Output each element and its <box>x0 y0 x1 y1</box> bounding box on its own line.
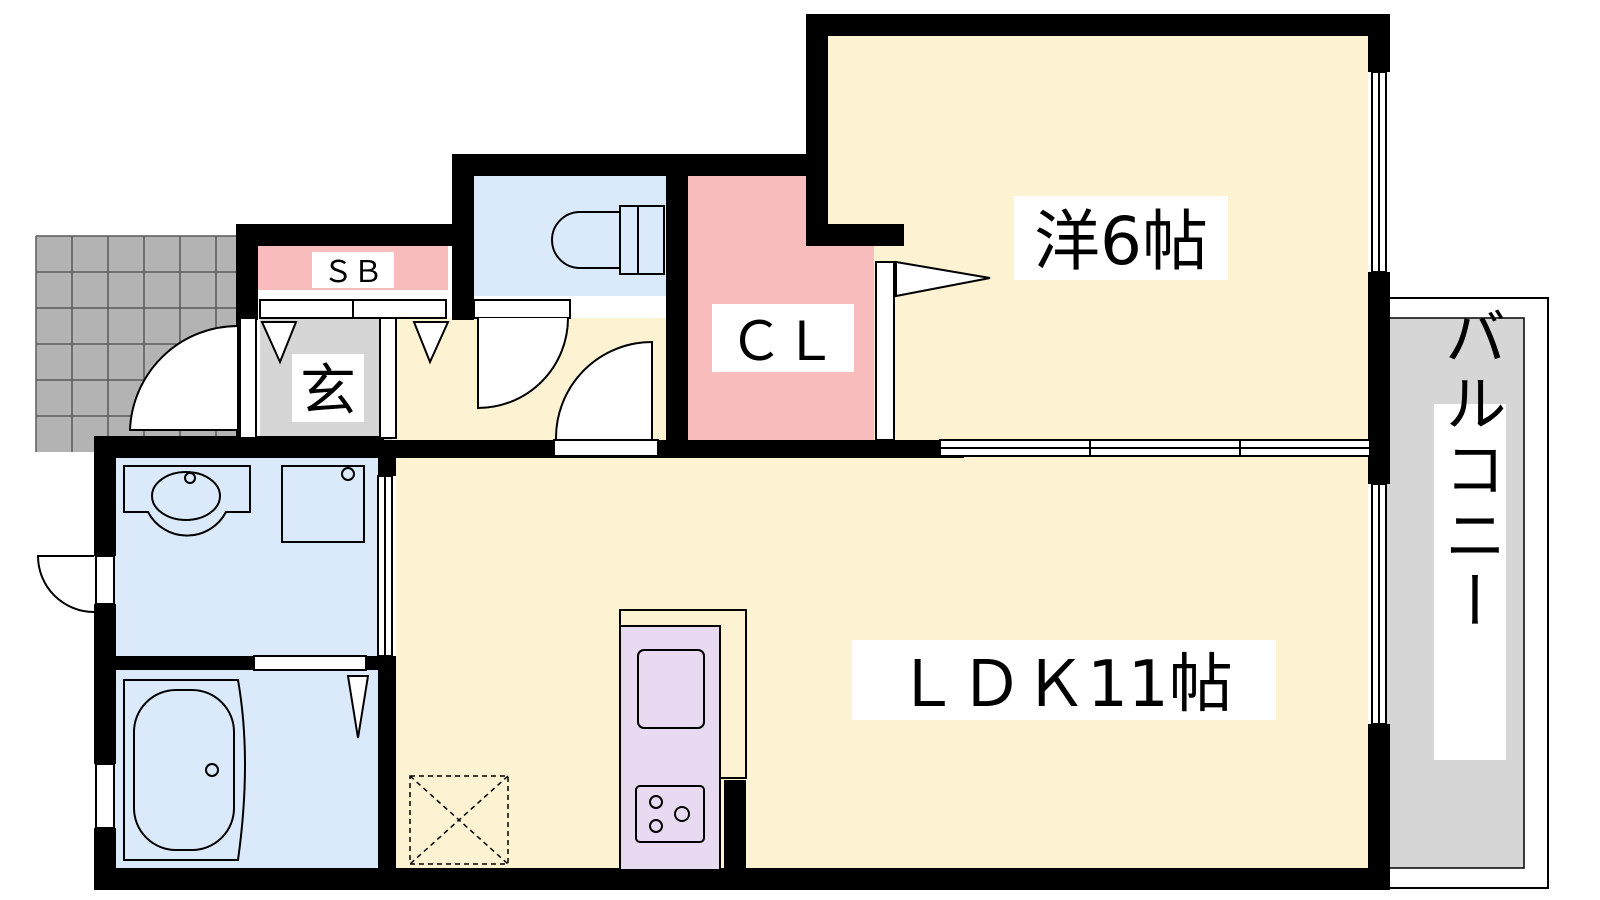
svg-text:洋6帖: 洋6帖 <box>1034 203 1208 280</box>
svg-text:ＬＤＫ11帖: ＬＤＫ11帖 <box>895 648 1232 722</box>
room-toilet <box>470 176 666 296</box>
label-balcony: バルコニー <box>1434 305 1507 760</box>
label-western-room: 洋6帖 <box>1014 196 1228 280</box>
kitchen-counter <box>619 609 747 871</box>
toilet-fixture <box>551 205 665 275</box>
room-washroom <box>114 456 378 656</box>
label-entrance: 玄 <box>292 354 364 424</box>
svg-text:ＣＬ: ＣＬ <box>729 310 837 373</box>
label-closet: ＣＬ <box>712 304 854 373</box>
fold-marks <box>260 260 991 739</box>
svg-text:玄: 玄 <box>300 359 356 424</box>
walls <box>94 14 1390 890</box>
windows <box>95 71 1387 829</box>
washbasin <box>123 465 365 543</box>
bathtub <box>123 679 246 861</box>
fridge-space <box>409 775 509 865</box>
label-shoe-box: ＳＢ <box>312 252 394 290</box>
label-ldk: ＬＤＫ11帖 <box>852 640 1276 722</box>
room-bathroom <box>114 664 378 868</box>
svg-text:ＳＢ: ＳＢ <box>323 255 383 290</box>
svg-text:バルコニー: バルコニー <box>1434 305 1507 635</box>
door-swings <box>36 317 653 613</box>
